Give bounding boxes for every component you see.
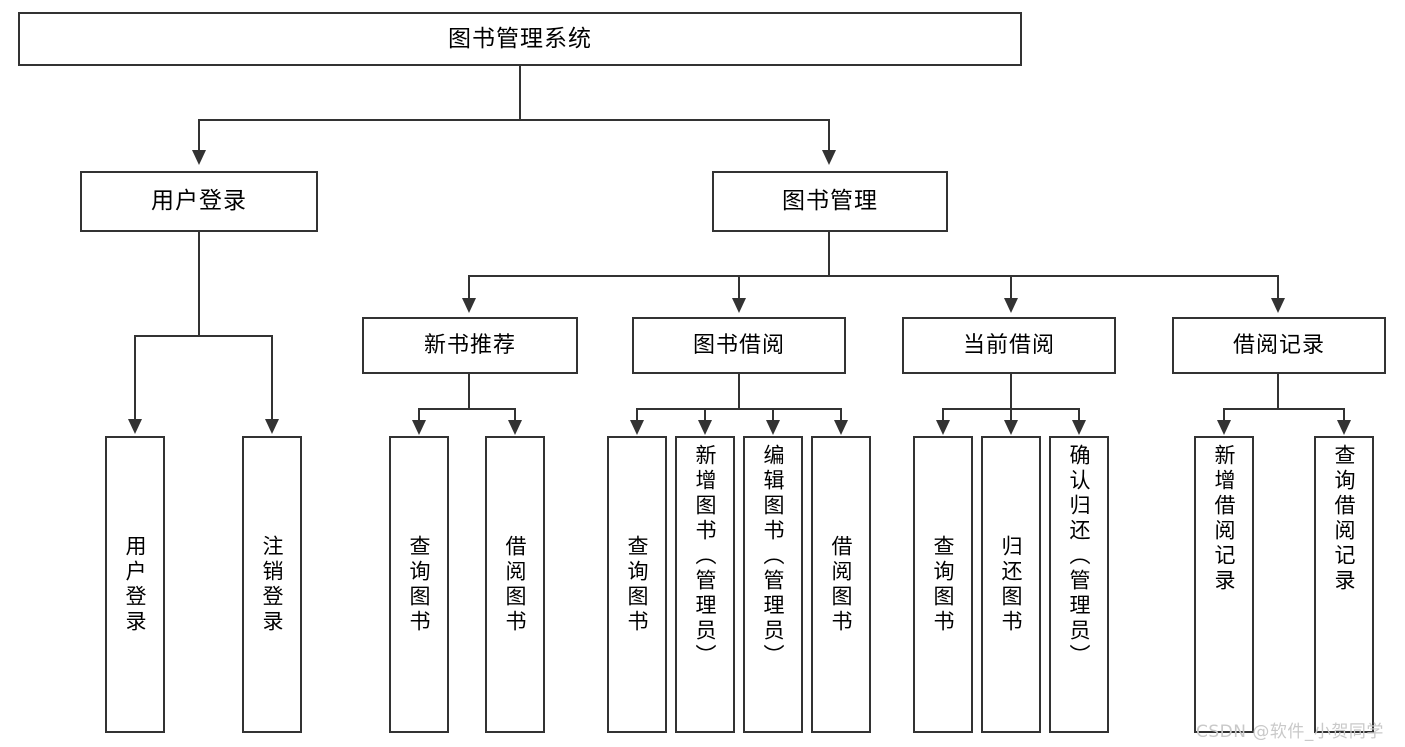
- leaf-user-login[interactable]: 用户登录: [105, 436, 165, 733]
- node-book-management[interactable]: 图书管理: [712, 171, 948, 232]
- arrowhead-leaf-query-book-2: [630, 420, 644, 435]
- arrowhead-leaf-confirm-return: [1072, 420, 1086, 435]
- arrowhead-current-borrow: [1004, 298, 1018, 313]
- connector-bb-to-leaf-3: [772, 408, 774, 422]
- node-label: 图书借阅: [692, 332, 785, 358]
- connector-br-to-leaf-2: [1343, 408, 1345, 422]
- connector-new-book-stem: [468, 374, 470, 409]
- node-label: 用户登录: [151, 188, 247, 214]
- node-label: 借阅记录: [1232, 332, 1325, 358]
- node-label: 编辑图书（管理员）: [761, 444, 786, 669]
- connector-root-to-book-management: [828, 119, 830, 152]
- connector-user-login-bus: [134, 335, 272, 337]
- node-label: 新书推荐: [423, 332, 516, 358]
- arrowhead-leaf-borrow-book-2: [834, 420, 848, 435]
- csdn-watermark: CSDN @软件_小贺同学: [1196, 722, 1384, 742]
- node-borrow-record[interactable]: 借阅记录: [1172, 317, 1386, 374]
- connector-book-management-bus: [468, 275, 1277, 277]
- leaf-logout-login[interactable]: 注销登录: [242, 436, 302, 733]
- leaf-query-record[interactable]: 查询借阅记录: [1314, 436, 1374, 733]
- arrowhead-new-book-recommend: [462, 298, 476, 313]
- arrowhead-leaf-add-book: [698, 420, 712, 435]
- node-label: 用户登录: [123, 534, 148, 635]
- connector-cb-to-leaf-1: [942, 408, 944, 422]
- node-new-book-recommend[interactable]: 新书推荐: [362, 317, 578, 374]
- leaf-query-book-2[interactable]: 查询图书: [607, 436, 667, 733]
- connector-new-book-bus: [418, 408, 516, 410]
- connector-bb-to-leaf-1: [636, 408, 638, 422]
- connector-borrow-record-bus: [1223, 408, 1343, 410]
- connector-root-bus: [198, 119, 830, 121]
- node-user-login[interactable]: 用户登录: [80, 171, 318, 232]
- node-label: 查询借阅记录: [1332, 444, 1357, 594]
- arrowhead-book-borrow: [732, 298, 746, 313]
- node-book-management-system[interactable]: 图书管理系统: [18, 12, 1022, 66]
- connector-borrow-record-stem: [1277, 374, 1279, 409]
- arrowhead-user-login: [192, 150, 206, 165]
- node-current-borrow[interactable]: 当前借阅: [902, 317, 1116, 374]
- node-book-borrow[interactable]: 图书借阅: [632, 317, 846, 374]
- connector-nb-to-leaf-2: [514, 408, 516, 422]
- connector-bm-to-current-borrow: [1010, 275, 1012, 300]
- node-label: 注销登录: [260, 534, 285, 635]
- node-label: 图书管理系统: [448, 25, 592, 52]
- leaf-query-book-3[interactable]: 查询图书: [913, 436, 973, 733]
- connector-bm-to-book-borrow: [738, 275, 740, 300]
- connector-current-borrow-stem: [1010, 374, 1012, 409]
- leaf-return-book[interactable]: 归还图书: [981, 436, 1041, 733]
- connector-bb-to-leaf-4: [840, 408, 842, 422]
- connector-nb-to-leaf-1: [418, 408, 420, 422]
- arrowhead-book-management: [822, 150, 836, 165]
- leaf-borrow-book-2[interactable]: 借阅图书: [811, 436, 871, 733]
- node-label: 新增图书（管理员）: [693, 444, 718, 669]
- connector-book-management-stem: [828, 232, 830, 276]
- connector-cb-to-leaf-2: [1010, 408, 1012, 422]
- arrowhead-leaf-logout-login: [265, 419, 279, 434]
- connector-bm-to-new-book: [468, 275, 470, 300]
- arrowhead-leaf-query-book-3: [936, 420, 950, 435]
- connector-user-login-to-leaf-2: [271, 335, 273, 421]
- connector-book-borrow-stem: [738, 374, 740, 409]
- arrowhead-leaf-query-book-1: [412, 420, 426, 435]
- node-label: 当前借阅: [962, 332, 1055, 358]
- leaf-edit-book[interactable]: 编辑图书（管理员）: [743, 436, 803, 733]
- connector-bb-to-leaf-2: [704, 408, 706, 422]
- connector-br-to-leaf-1: [1223, 408, 1225, 422]
- connector-cb-to-leaf-3: [1078, 408, 1080, 422]
- leaf-borrow-book-1[interactable]: 借阅图书: [485, 436, 545, 733]
- node-label: 借阅图书: [829, 534, 854, 635]
- arrowhead-leaf-borrow-book-1: [508, 420, 522, 435]
- node-label: 借阅图书: [503, 534, 528, 635]
- arrowhead-leaf-user-login: [128, 419, 142, 434]
- connector-user-login-stem: [198, 232, 200, 336]
- leaf-query-book-1[interactable]: 查询图书: [389, 436, 449, 733]
- node-label: 查询图书: [931, 534, 956, 635]
- node-label: 查询图书: [625, 534, 650, 635]
- connector-user-login-to-leaf-1: [134, 335, 136, 421]
- arrowhead-leaf-add-record: [1217, 420, 1231, 435]
- connector-book-borrow-bus: [636, 408, 842, 410]
- arrowhead-leaf-query-record: [1337, 420, 1351, 435]
- node-label: 图书管理: [782, 188, 878, 214]
- connector-root-to-user-login: [198, 119, 200, 152]
- node-label: 新增借阅记录: [1212, 444, 1237, 594]
- connector-bm-to-borrow-record: [1277, 275, 1279, 300]
- connector-root-stem: [519, 66, 521, 120]
- node-label: 确认归还（管理员）: [1067, 444, 1092, 669]
- arrowhead-leaf-return-book: [1004, 420, 1018, 435]
- leaf-add-book[interactable]: 新增图书（管理员）: [675, 436, 735, 733]
- node-label: 归还图书: [999, 534, 1024, 635]
- node-label: 查询图书: [407, 534, 432, 635]
- leaf-confirm-return[interactable]: 确认归还（管理员）: [1049, 436, 1109, 733]
- arrowhead-borrow-record: [1271, 298, 1285, 313]
- leaf-add-record[interactable]: 新增借阅记录: [1194, 436, 1254, 733]
- arrowhead-leaf-edit-book: [766, 420, 780, 435]
